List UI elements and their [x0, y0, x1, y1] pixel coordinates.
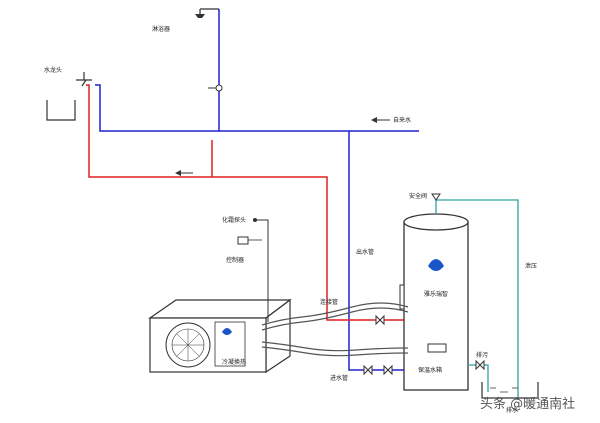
valve-icon-cold-2	[383, 364, 393, 376]
unit-logo-icon	[222, 328, 232, 335]
heat-exchanger-label: 冷凝换热	[222, 358, 246, 366]
temp-probe-icon	[253, 218, 257, 222]
drain-box	[481, 382, 539, 399]
faucet-assembly: 水龙头	[44, 66, 92, 121]
brand-logo-icon	[428, 259, 444, 271]
drain-box-label: 排水	[506, 406, 518, 414]
shower-head-icon	[195, 14, 205, 18]
connecting-pipes: 连接管	[261, 298, 409, 357]
pressure-relief-label: 泄压	[525, 262, 537, 270]
cold-inlet-label: 自来水	[393, 116, 411, 124]
tank-gauge	[427, 343, 447, 353]
faucet-label: 水龙头	[44, 66, 62, 74]
shower-assembly: 淋浴器	[152, 8, 223, 131]
inlet-pipe-label: 进水管	[330, 374, 348, 382]
tank-brand: 雅乐瑞智	[424, 290, 448, 298]
sink-icon	[46, 100, 76, 121]
safety-valve-label: 安全阀	[409, 192, 427, 200]
shower-label: 淋浴器	[152, 25, 170, 33]
watermark: 头条 @暖通南社	[480, 396, 575, 412]
connect-pipe-label: 连接管	[320, 298, 338, 306]
valve-icon-drain	[475, 359, 485, 371]
temp-probe-label: 化霜探头	[222, 216, 246, 224]
faucet-icon	[76, 72, 92, 81]
safety-valve-assembly: 安全阀 泄压	[409, 192, 537, 400]
controller-icon	[237, 236, 249, 245]
hot-water-pipe-label: 出水管	[356, 248, 374, 256]
storage-tank: 雅乐瑞智 保温水箱	[399, 213, 469, 391]
drain-label: 排污	[476, 351, 488, 359]
hot-water-pipe: 出水管	[86, 84, 408, 321]
heat-pump-unit: 冷凝换热	[148, 298, 292, 374]
shower-valve-icon	[215, 84, 223, 92]
sensor-controller: 化霜探头 控制器	[222, 216, 269, 322]
controller-label: 控制器	[226, 256, 244, 264]
drain-assembly: 排污 排水	[468, 351, 539, 414]
pipe-valves: 进水管	[330, 314, 485, 382]
valve-icon-cold-1	[363, 364, 373, 376]
valve-icon-hot	[375, 314, 385, 326]
safety-valve-icon	[431, 193, 441, 201]
tank-label: 保温水箱	[418, 366, 442, 374]
